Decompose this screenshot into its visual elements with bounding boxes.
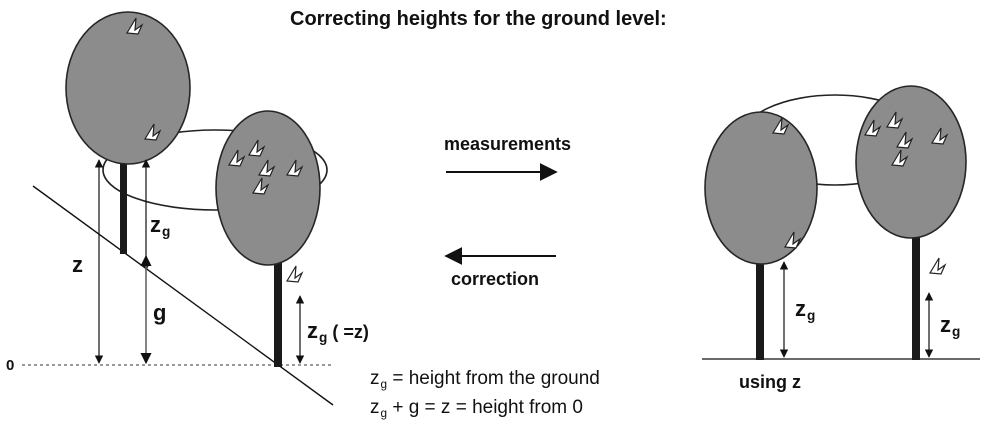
legend-line-1: zg = height from the ground (370, 368, 600, 391)
using-z-label: using z (739, 372, 801, 392)
tree-trunk-4 (912, 236, 920, 360)
bird-icon (286, 265, 303, 283)
zg-label-tree3: zg (795, 296, 816, 324)
slope-line (32, 185, 334, 406)
zg-label-tree1: zg (150, 212, 171, 240)
tree-crown-3 (704, 111, 818, 265)
tree-trunk-3 (756, 250, 764, 360)
zg-eq-z-label: zg ( =z) (307, 318, 369, 346)
zero-label: 0 (6, 357, 15, 374)
bird-icon (929, 257, 946, 275)
g-label: g (153, 300, 167, 325)
zg-label-tree4: zg (940, 312, 961, 340)
z-label: z (72, 252, 83, 277)
tree-crown-1 (65, 11, 191, 165)
measurements-label: measurements (444, 134, 572, 154)
tree-trunk-1 (120, 150, 127, 254)
tree-trunk-2 (274, 255, 282, 367)
diagram-title: Correcting heights for the ground level: (290, 8, 667, 30)
tree-crown-4 (855, 85, 967, 239)
legend-line-2: zg + g = z = height from 0 (370, 397, 583, 420)
tree-crown-2 (215, 110, 321, 266)
correction-label: correction (451, 269, 540, 289)
